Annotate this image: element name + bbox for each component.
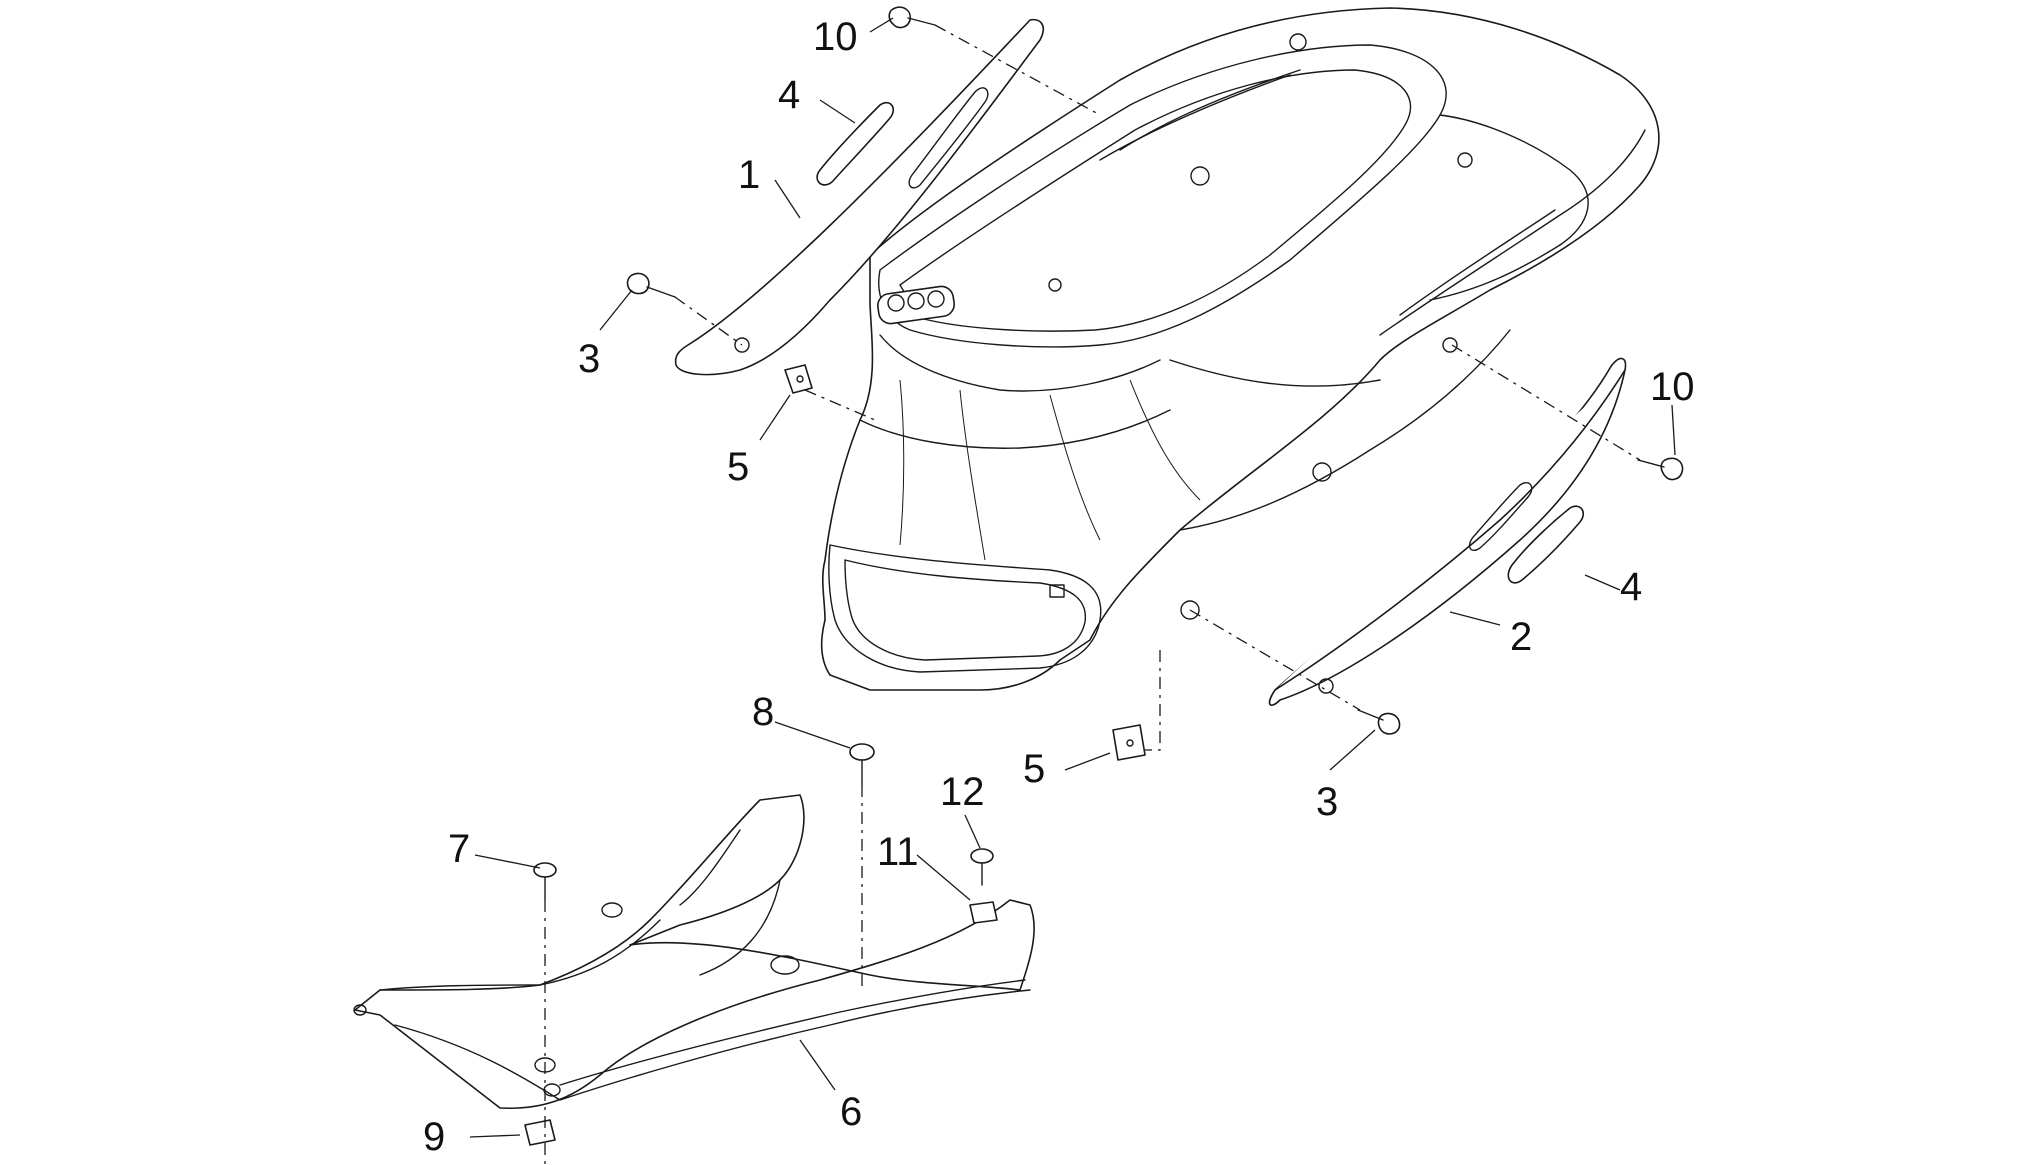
- assembly-lines: [544, 24, 1641, 1165]
- screw-3-right: [1357, 709, 1401, 735]
- clip-nut-5-left: [784, 364, 813, 394]
- left-grommet: [816, 101, 895, 186]
- screw-12: [970, 848, 994, 886]
- callout-5-left: 5: [727, 445, 749, 489]
- callout-9: 9: [423, 1115, 445, 1159]
- clip-nut-5-right: [1112, 724, 1146, 761]
- callout-10-top: 10: [813, 15, 858, 59]
- screw-8: [849, 743, 875, 786]
- right-grommet: [1507, 505, 1585, 584]
- callout-10-right: 10: [1650, 365, 1695, 409]
- callout-4-right: 4: [1620, 565, 1642, 609]
- callout-1: 1: [738, 153, 760, 197]
- callout-labels: 10 4 1 3 5 10 4 2 3 8 5 12 7 11 6 9: [423, 15, 1695, 1159]
- nut-9: [524, 1119, 556, 1146]
- left-side-panel: [674, 18, 1045, 376]
- screw-3-left: [626, 272, 676, 298]
- screw-7: [533, 862, 557, 901]
- right-side-panel: [1268, 357, 1627, 706]
- callout-7: 7: [448, 827, 470, 871]
- callout-4-left: 4: [778, 73, 800, 117]
- lower-splash-guard: [353, 794, 1035, 1110]
- callout-3-left: 3: [578, 337, 600, 381]
- callout-6: 6: [840, 1090, 862, 1134]
- callout-11: 11: [877, 830, 919, 874]
- clip-11: [969, 901, 998, 924]
- callout-3-right: 3: [1316, 780, 1338, 824]
- callout-5-right: 5: [1023, 747, 1045, 791]
- screw-10-right: [1637, 457, 1684, 481]
- screw-10-top: [888, 6, 936, 29]
- callout-12: 12: [940, 770, 985, 814]
- rear-body-cowl: [820, 7, 1660, 691]
- leader-lines: [469, 17, 1676, 1138]
- callout-8: 8: [752, 690, 774, 734]
- callout-2: 2: [1510, 615, 1532, 659]
